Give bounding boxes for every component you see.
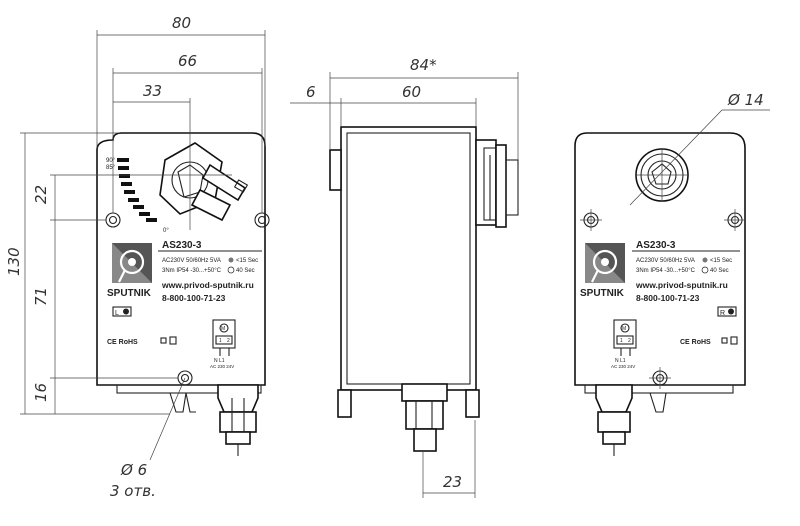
website: www.privod-sputnik.ru [161,280,254,290]
brand-name: SPUTNIK [107,288,152,299]
dim-height-mid: 71 [32,287,50,306]
wiring-diagram-right: M 1 2 N L1 AC 230 24V [611,319,637,369]
dim-width-axis: 33 [143,82,162,100]
certifications-right: CE RoHS [680,339,711,346]
dim-depth-total: 84* [410,56,437,74]
certifications: CE RoHS [107,339,138,346]
brand-name-right: SPUTNIK [580,288,625,299]
rear-view-right: Ø 14 SPUTNIK AS230-3 AC230V 50/60Hz 5VA … [574,91,770,456]
svg-text:AC 230 24V: AC 230 24V [611,364,635,369]
dim-depth-offset: 6 [306,83,316,101]
dim-hole-diameter: Ø 6 [120,461,147,479]
position-scale: 90° 85° 0° [106,158,169,234]
spec-line2: 3Nm IP54 -30...+50°C [162,268,222,274]
phone: 8-800-100-71-23 [162,293,226,303]
wiring-diagram-left: M 1 2 N L1 AC 230 24V [210,319,236,369]
dim-height-bottom: 16 [32,383,50,402]
cable-gland-side [401,383,448,452]
cable-gland-right [595,384,633,456]
mount-hole-right-1 [580,209,602,231]
spec-time2-right: 40 Sec [710,268,729,274]
direction-right: R [720,310,725,317]
direction-left: L [115,310,119,317]
spec-time2: 40 Sec [236,268,255,274]
model-name-right: AS230-3 [636,240,676,251]
scale-mark-0: 0° [163,228,169,234]
sputnik-logo: SPUTNIK [107,243,152,299]
spec-time1-right: <15 Sec [710,258,732,264]
mount-hole-right-3 [649,367,671,389]
dim-hole-count: 3 отв. [110,482,156,500]
svg-text:M: M [221,326,225,332]
svg-text:1: 1 [620,338,623,344]
svg-text:N L1: N L1 [214,358,225,364]
svg-text:AC 230 24V: AC 230 24V [210,364,234,369]
spec-line1: AC230V 50/60Hz 5VA [162,258,221,264]
scale-mark-90: 90° [106,158,116,164]
dim-connector-width: 23 [443,473,462,491]
cable-gland-left [217,384,259,456]
side-view: 84* 6 60 23 [290,56,519,498]
front-view-left: 90° 85° 0° SPUTNIK AS230-3 AC230V [5,14,270,500]
dim-height-top: 22 [32,185,50,204]
phone-right: 8-800-100-71-23 [636,293,700,303]
spec-line1-right: AC230V 50/60Hz 5VA [636,258,695,264]
spec-line2-right: 3Nm IP54 -30...+50°C [636,268,696,274]
shaft-clamp [159,142,249,222]
sputnik-logo-right: SPUTNIK [580,243,625,299]
svg-text:N L1: N L1 [615,358,626,364]
spec-time1: <15 Sec [236,258,258,264]
dim-width-mid: 66 [178,52,197,70]
mount-hole-right-2 [724,209,746,231]
dim-width-total: 80 [172,14,191,32]
svg-text:M: M [622,326,626,332]
svg-text:1: 1 [219,338,222,344]
scale-mark-85: 85° [106,165,116,171]
website-right: www.privod-sputnik.ru [635,280,728,290]
svg-text:2: 2 [227,338,230,344]
svg-text:2: 2 [628,338,631,344]
dim-height-total: 130 [5,247,23,276]
model-name: AS230-3 [162,240,202,251]
dim-shaft-diameter: Ø 14 [727,91,764,109]
dim-depth-body: 60 [402,83,421,101]
